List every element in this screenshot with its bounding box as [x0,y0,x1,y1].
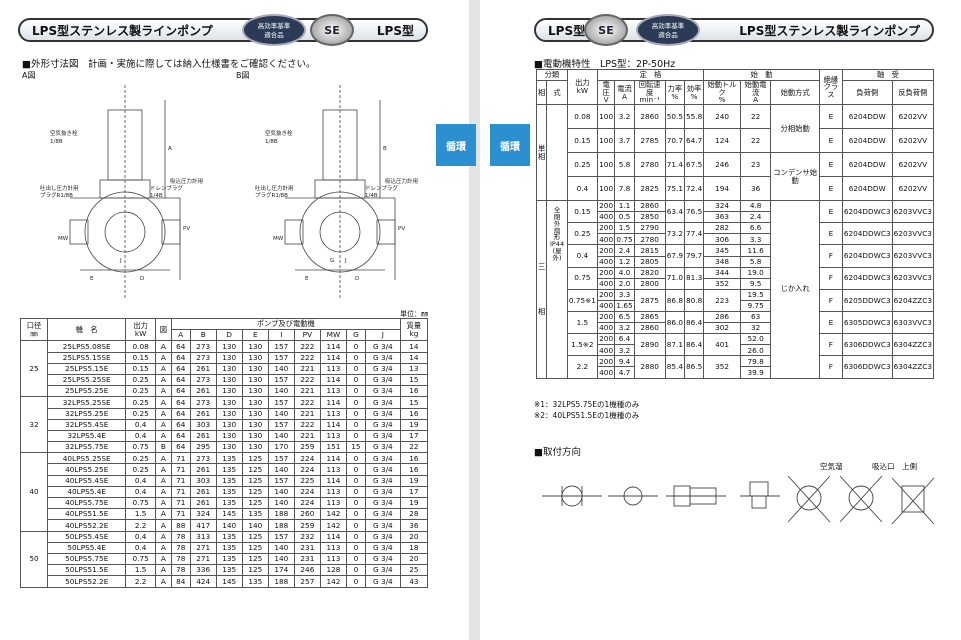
page-gutter [469,0,480,640]
right-header-title: LPS型ステンレス製ラインポンプ [739,23,920,38]
svg-text:吸込圧力計用: 吸込圧力計用 [170,177,203,185]
left-header-title: LPS型ステンレス製ラインポンプ [32,23,213,38]
svg-text:空気抜き栓: 空気抜き栓 [265,129,293,137]
tab-left[interactable]: 循環 [436,124,476,166]
right-header-model: LPS型 [548,23,586,38]
svg-text:D: D [355,276,359,282]
svg-text:MW: MW [58,236,69,242]
svg-text:1/8B: 1/8B [50,139,63,145]
svg-text:B: B [383,146,387,152]
svg-text:1/4B: 1/4B [365,193,378,199]
svg-text:PV: PV [398,226,405,232]
label-air-vent: 空気抜き栓 [50,129,78,137]
note-2: ※2：40LPS51.5Eの1機種のみ [534,411,640,420]
mount-title: ■取付方向 [534,447,581,458]
left-page: LPS型ステンレス製ラインポンプ LPS型 高効率基準 適合品 SE ■外形寸法… [0,0,469,640]
svg-text:A: A [168,146,172,152]
fig-a-label: A図 [22,71,36,80]
svg-text:MW: MW [273,236,284,242]
unit-label: 単位：㎜ [400,310,428,318]
svg-text:J: J [119,258,122,264]
svg-text:ドレンプラグ: ドレンプラグ [150,184,183,192]
mount-suction-label: 吸込口 上側 [872,462,917,471]
svg-text:吐出し圧力計用: 吐出し圧力計用 [255,184,294,192]
svg-text:1/4B: 1/4B [150,193,163,199]
svg-text:D: D [140,276,144,282]
tab-right[interactable]: 循環 [490,124,530,166]
svg-text:プラグR1/8B: プラグR1/8B [40,191,73,199]
svg-text:吸込圧力計用: 吸込圧力計用 [385,177,418,185]
svg-text:PV: PV [183,226,190,232]
svg-text:吐出し圧力計用: 吐出し圧力計用 [40,184,79,192]
left-efficiency-badge: 高効率基準 適合品 [242,14,306,46]
left-header: LPS型ステンレス製ラインポンプ LPS型 [18,18,428,42]
right-section-title: ■電動機特性 LPS型：2P-50Hz [534,59,676,70]
note-1: ※1：32LPS5.75Eの1機種のみ [534,400,640,409]
svg-text:E: E [90,276,94,282]
right-efficiency-badge: 高効率基準 適合品 [636,14,700,46]
right-se-logo: SE [584,14,628,46]
mount-air-label: 空気溜 [820,462,843,471]
left-section-title: ■外形寸法図 計画・実施に際しては納入仕様書をご確認ください。 [22,59,316,70]
svg-text:J: J [344,258,347,264]
svg-text:E: E [305,276,309,282]
svg-text:G: G [330,258,334,264]
fig-b-label: B図 [236,71,250,80]
dimension-drawings: 空気抜き栓 1/8B ドレンプラグ 1/4B 吐出し圧力計用 プラグR1/8B … [40,85,418,300]
svg-text:ドレンプラグ: ドレンプラグ [365,184,398,192]
svg-text:1/8B: 1/8B [265,139,278,145]
left-header-model: LPS型 [376,23,414,38]
svg-text:プラグR1/8B: プラグR1/8B [255,191,288,199]
mounting-directions [542,475,935,525]
left-se-logo: SE [310,14,354,46]
right-page: LPS型 LPS型ステンレス製ラインポンプ SE 高効率基準 適合品 ■電動機特… [480,0,961,640]
